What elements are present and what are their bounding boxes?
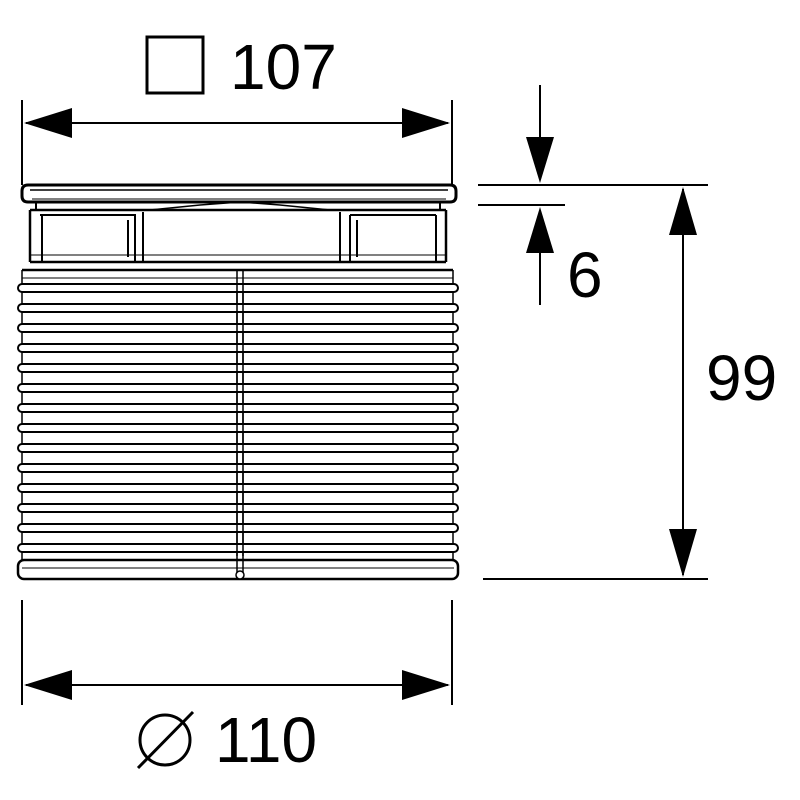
arrowhead-left-icon: [24, 108, 72, 138]
height-dimension: 99: [478, 184, 777, 580]
rib: [17, 443, 459, 453]
cover-plate: [20, 183, 458, 204]
square-symbol-icon: [145, 35, 205, 95]
arrowhead-right-icon: [402, 108, 450, 138]
lid-thickness-dimension: 6: [478, 85, 603, 311]
rib: [17, 363, 459, 373]
rib: [17, 403, 459, 413]
rib: [17, 303, 459, 313]
rib: [17, 383, 459, 393]
diameter-symbol-icon: [136, 710, 195, 770]
rib: [17, 523, 459, 533]
upper-frame: [28, 201, 448, 264]
center-notch-icon: [235, 570, 245, 580]
rib: [17, 543, 459, 553]
rib: [17, 343, 459, 353]
lid-thickness-value: 6: [567, 239, 603, 311]
arrowhead-down-icon: [526, 137, 554, 183]
rib: [17, 283, 459, 293]
arrowhead-left-icon: [24, 670, 72, 700]
drain-body: [16, 183, 460, 581]
height-value: 99: [706, 342, 777, 414]
bottom-diameter-dimension: 110: [21, 600, 453, 776]
arrowhead-up-icon: [669, 187, 697, 235]
top-width-value: 107: [230, 31, 337, 103]
arrowhead-right-icon: [402, 670, 450, 700]
top-width-dimension: 107: [21, 31, 453, 185]
arrowhead-up-icon: [526, 207, 554, 253]
rib: [17, 463, 459, 473]
rib: [17, 503, 459, 513]
ribbed-body: [16, 268, 460, 581]
arrowhead-down-icon: [669, 529, 697, 577]
rib: [17, 323, 459, 333]
rib: [17, 483, 459, 493]
bottom-diameter-value: 110: [215, 704, 317, 776]
rib: [17, 423, 459, 433]
